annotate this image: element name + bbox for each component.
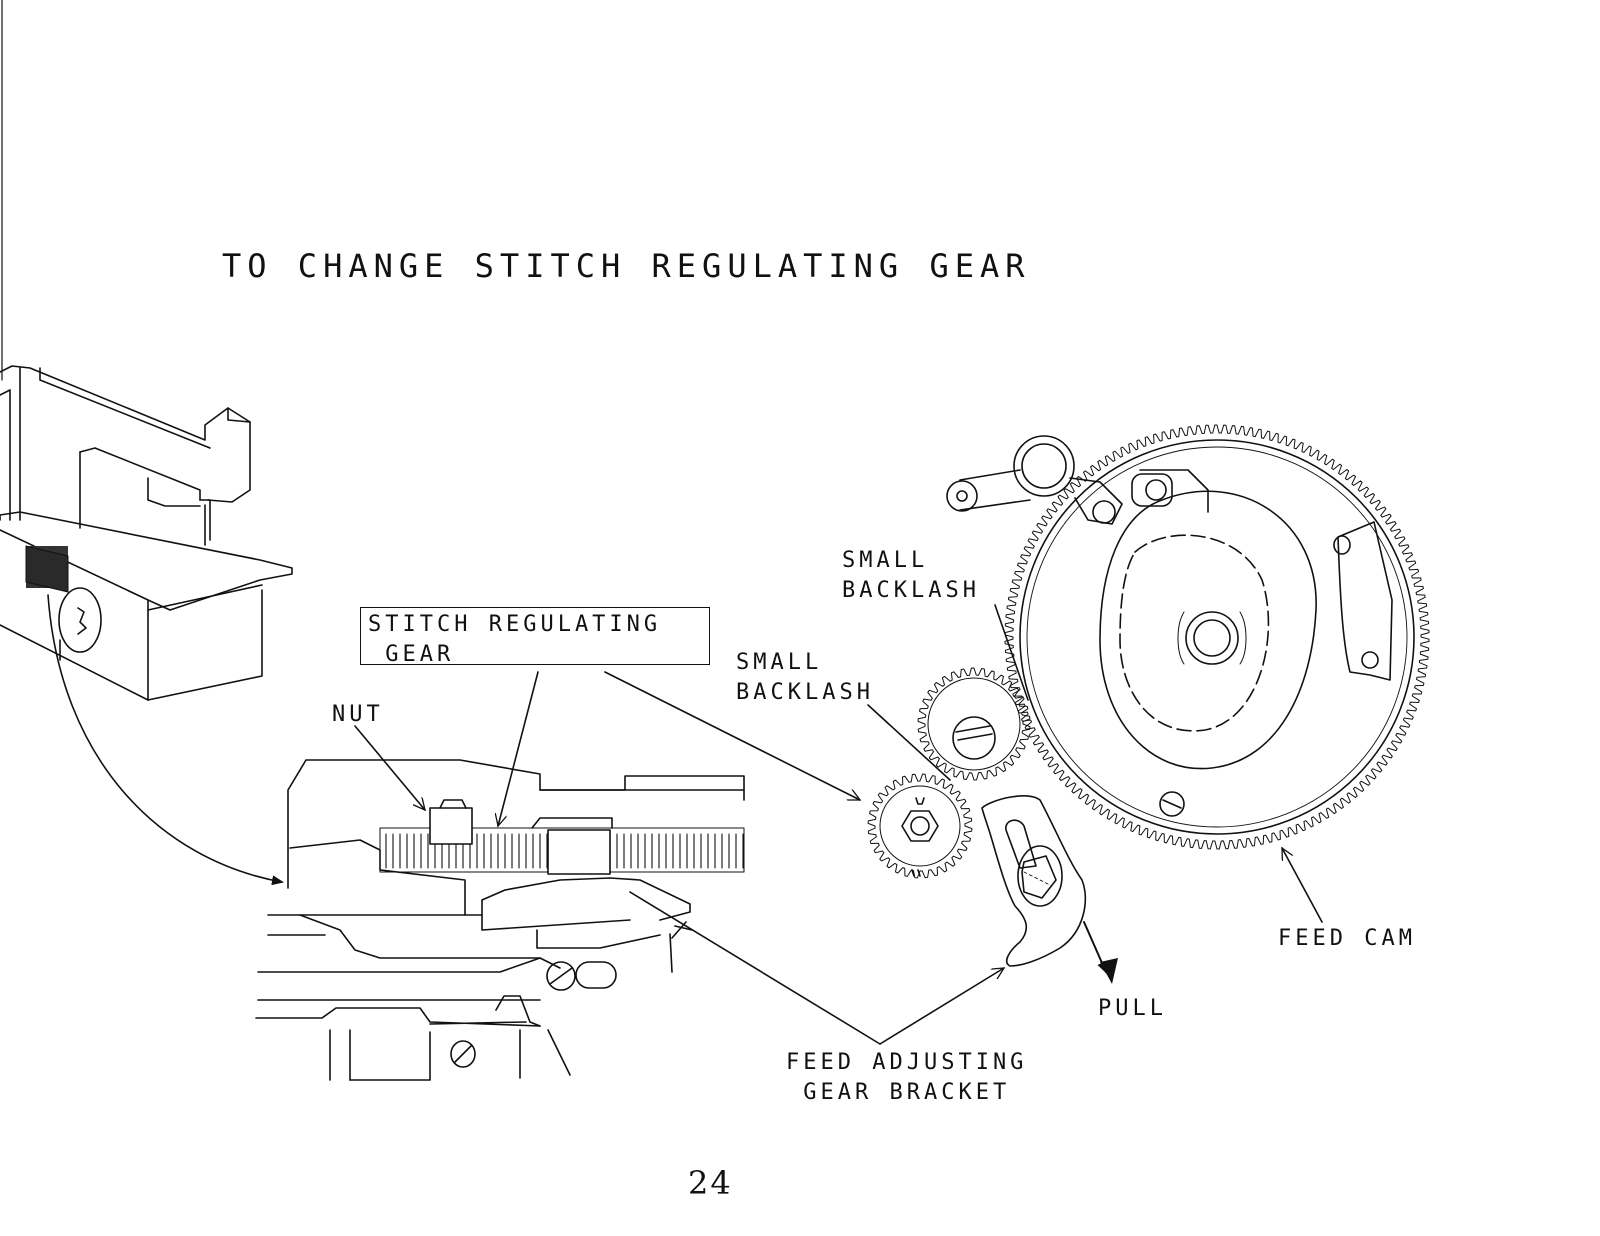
feed-cam (1004, 424, 1430, 850)
feed-cam-profile (1099, 490, 1317, 770)
stitch-gear-leader-1 (498, 671, 539, 826)
feed-cam-hub (1185, 611, 1239, 665)
sewing-machine-sketch (0, 365, 293, 701)
small-backlash-lower-label: SMALL BACKLASH (736, 650, 874, 705)
bracket-tick (671, 921, 693, 939)
feed-adjusting-gear-bracket (981, 795, 1087, 967)
feed-cam-rim (1019, 439, 1415, 835)
nut-label: NUT (332, 702, 384, 727)
lever-arm (946, 435, 1123, 525)
page-number: 24 (688, 1164, 733, 1202)
pull-label: PULL (1098, 996, 1167, 1021)
hex-nut-icon (901, 810, 939, 842)
feed-cam-label: FEED CAM (1278, 926, 1416, 951)
stitch-regulating-gear-hub (547, 829, 611, 875)
cam-screw-top-icon (1333, 535, 1351, 555)
stitch-regulating-gear-box (360, 607, 710, 665)
cam-screw-right-icon (1361, 651, 1379, 669)
cam-plate (1337, 521, 1393, 681)
small-backlash-lower-leader (867, 704, 951, 781)
feed-adjusting-gear-bracket-label: FEED ADJUSTING GEAR BRACKET (786, 1050, 1028, 1105)
curved-pointer-arrow (47, 594, 284, 886)
feed-cam-teeth (1004, 424, 1430, 850)
handwheel-icon (58, 587, 102, 653)
page-title: TO CHANGE STITCH REGULATING GEAR (222, 247, 1031, 285)
stitch-regulating-gear-label: STITCH REGULATING GEAR (368, 612, 662, 667)
mechanism-closeup (255, 759, 745, 1081)
feed-cam-leader (1281, 848, 1323, 923)
lower-small-gear-teeth (867, 773, 973, 879)
small-backlash-upper-label: SMALL BACKLASH (842, 548, 980, 603)
bracket-leader-right (879, 967, 1004, 1045)
lower-small-gear (867, 773, 973, 879)
nut-leader (354, 725, 425, 810)
small-backlash-upper-leader (994, 604, 1029, 701)
nut-block (429, 807, 473, 845)
cam-screw-bottom-icon (1159, 791, 1185, 817)
stitch-gear-leader-2 (604, 671, 860, 801)
feed-cam-rim-inner (1026, 446, 1408, 828)
screw-icon (450, 1040, 476, 1068)
upper-small-gear-teeth (917, 667, 1031, 781)
upper-small-gear (917, 667, 1031, 781)
bracket-leader-left (629, 891, 881, 1045)
